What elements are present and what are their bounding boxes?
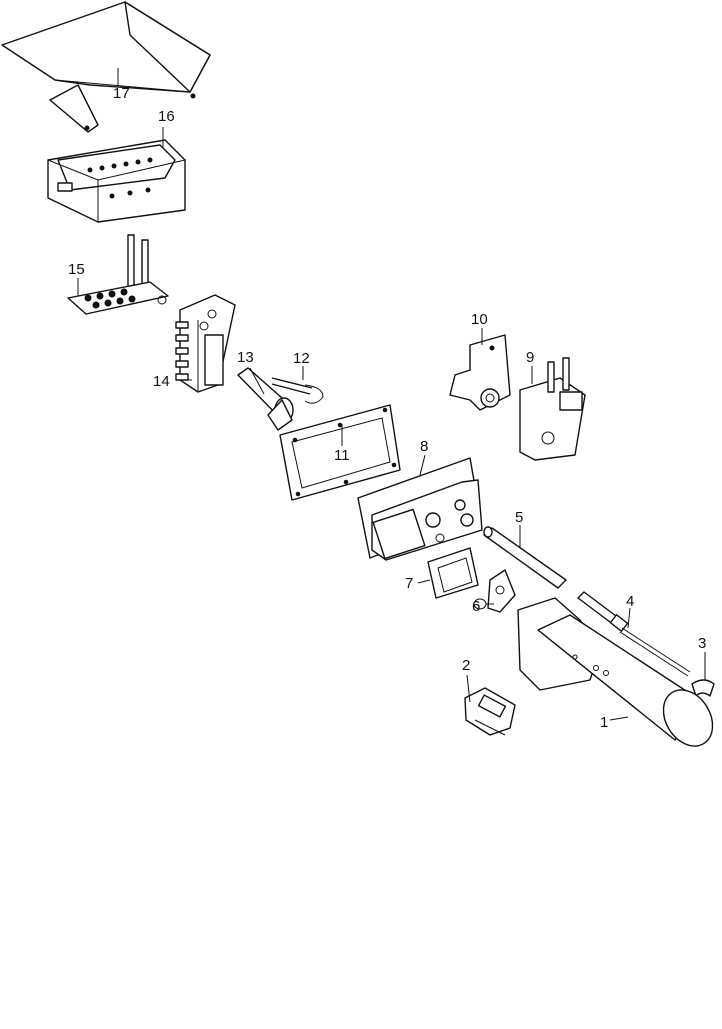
label-1: 1 (600, 714, 608, 731)
part-labels: 17 16 15 14 13 12 11 10 9 8 7 6 5 4 3 2 … (68, 85, 706, 731)
label-5: 5 (515, 509, 523, 526)
label-14: 14 (153, 373, 170, 390)
label-12: 12 (293, 350, 310, 367)
label-11: 11 (334, 447, 350, 464)
label-8: 8 (420, 438, 428, 455)
label-3: 3 (698, 635, 706, 652)
part-1-burner-tube (517, 597, 714, 747)
part-15-grate (67, 234, 169, 315)
part-13-cylinder (237, 367, 294, 431)
part-14-ignition-block (175, 294, 236, 393)
label-2: 2 (462, 657, 470, 674)
label-13: 13 (237, 349, 254, 366)
part-17-hopper (1, 1, 211, 133)
part-10-bracket (449, 328, 511, 411)
label-17: 17 (113, 85, 130, 102)
label-9: 9 (526, 349, 534, 366)
label-16: 16 (158, 108, 175, 125)
part-6-flange (473, 569, 516, 613)
part-9-control-valve (519, 357, 586, 461)
label-10: 10 (471, 311, 488, 328)
label-4: 4 (626, 593, 634, 610)
part-7-small-gasket (417, 547, 479, 599)
part-11-gasket (279, 404, 401, 501)
part-3-clip (691, 652, 715, 697)
label-6: 6 (472, 598, 480, 615)
part-4-electrode (577, 591, 691, 677)
part-5-tube (483, 525, 567, 589)
part-8-front-plate (357, 454, 483, 561)
part-12-pin (271, 366, 324, 404)
label-15: 15 (68, 261, 85, 278)
part-16-burner-box (47, 127, 186, 223)
label-7: 7 (405, 575, 413, 592)
part-2-small-valve (464, 674, 516, 736)
